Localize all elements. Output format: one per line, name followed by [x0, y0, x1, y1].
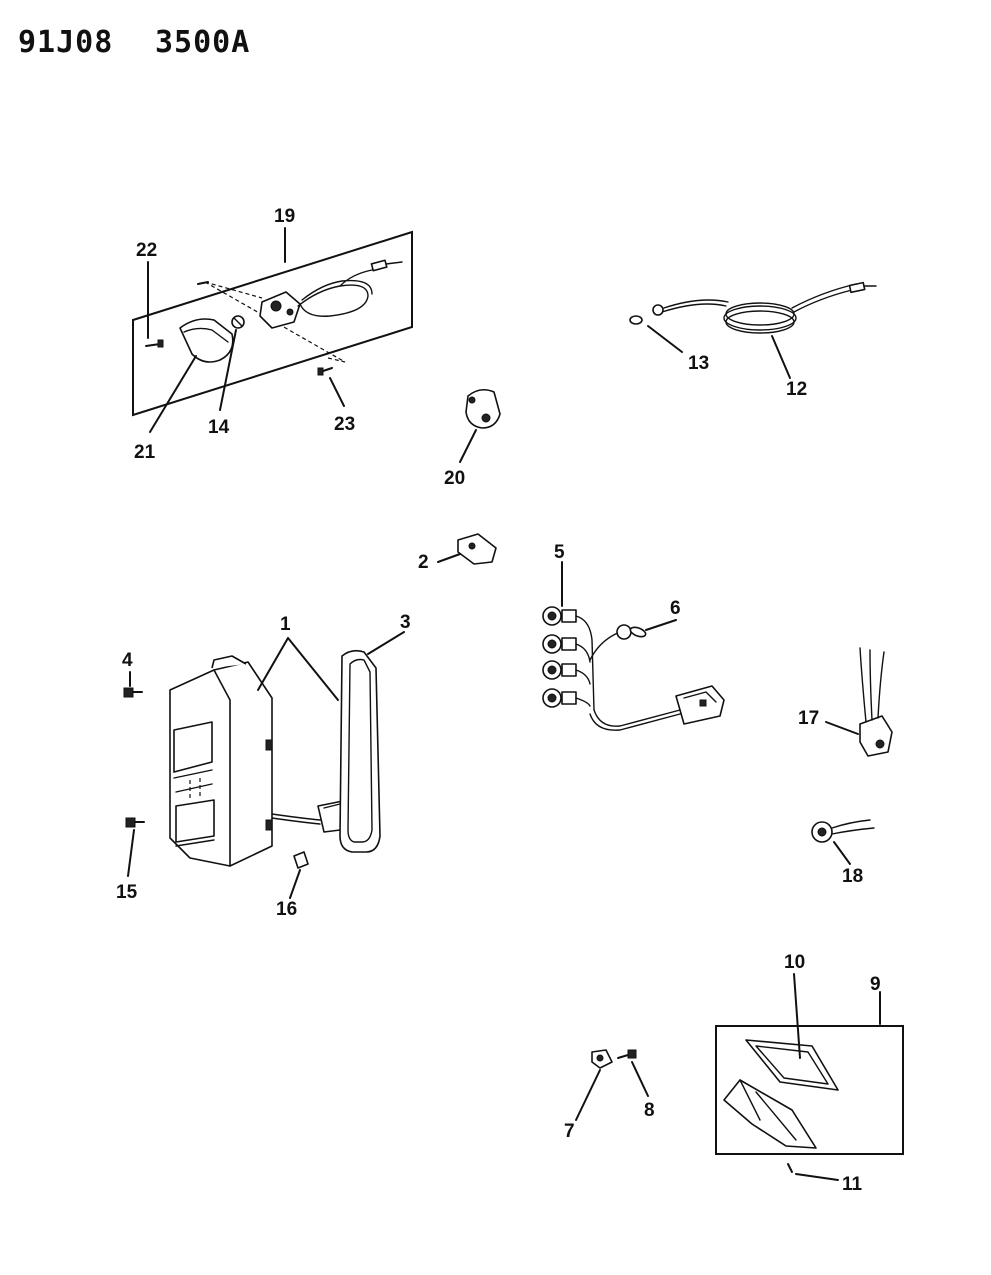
callout-14: 14	[208, 417, 230, 438]
callout-9: 9	[870, 974, 881, 995]
callout-16: 16	[276, 899, 297, 920]
screw-8	[617, 1049, 637, 1059]
callout-18: 18	[842, 866, 863, 887]
lamp-gasket-3	[339, 649, 381, 853]
wiring-harness-12	[652, 281, 877, 334]
callout-11: 11	[842, 1174, 863, 1195]
callout-20: 20	[444, 468, 465, 489]
screw-4	[123, 687, 143, 698]
callout-5: 5	[554, 542, 565, 563]
lamp-socket-housing	[259, 259, 403, 329]
lamp-housing-kit	[723, 1079, 817, 1149]
callout-12: 12	[786, 379, 807, 400]
callout-6: 6	[670, 598, 681, 619]
gasket-20	[465, 388, 501, 429]
callout-10: 10	[784, 952, 805, 973]
callout-8: 8	[644, 1100, 655, 1121]
clip-nut-7	[591, 1049, 613, 1069]
callout-13: 13	[688, 353, 709, 374]
callout-19: 19	[274, 206, 295, 227]
bulb-6	[629, 626, 647, 638]
callout-2: 2	[418, 552, 429, 573]
bracket-2	[457, 533, 497, 565]
connector-socket-harness	[675, 685, 725, 725]
small-screw-top	[197, 281, 209, 285]
lens-10	[745, 1039, 839, 1091]
screw-23	[317, 367, 333, 376]
callout-15: 15	[116, 882, 138, 903]
diagram-code-left: 91J08	[18, 25, 113, 60]
callout-1: 1	[280, 614, 291, 635]
tail-lamp-assembly-1	[169, 655, 321, 867]
screw-22	[145, 339, 164, 348]
callout-3: 3	[400, 612, 411, 633]
screw-15	[125, 817, 145, 828]
callout-21: 21	[134, 442, 156, 463]
bulb-13	[629, 315, 643, 325]
callout-17: 17	[798, 708, 819, 729]
socket-harness-5	[542, 606, 681, 731]
clip-nut-16	[293, 851, 309, 869]
screw-11	[787, 1163, 793, 1173]
switch-17	[859, 647, 893, 757]
bulb-14	[231, 315, 245, 329]
socket-18	[811, 819, 875, 843]
lamp-lens-21	[179, 318, 234, 363]
callout-22: 22	[136, 240, 157, 261]
callout-23: 23	[334, 414, 355, 435]
callout-7: 7	[564, 1121, 575, 1142]
diagram-code-right: 3500A	[155, 25, 250, 60]
callout-4: 4	[122, 650, 133, 671]
